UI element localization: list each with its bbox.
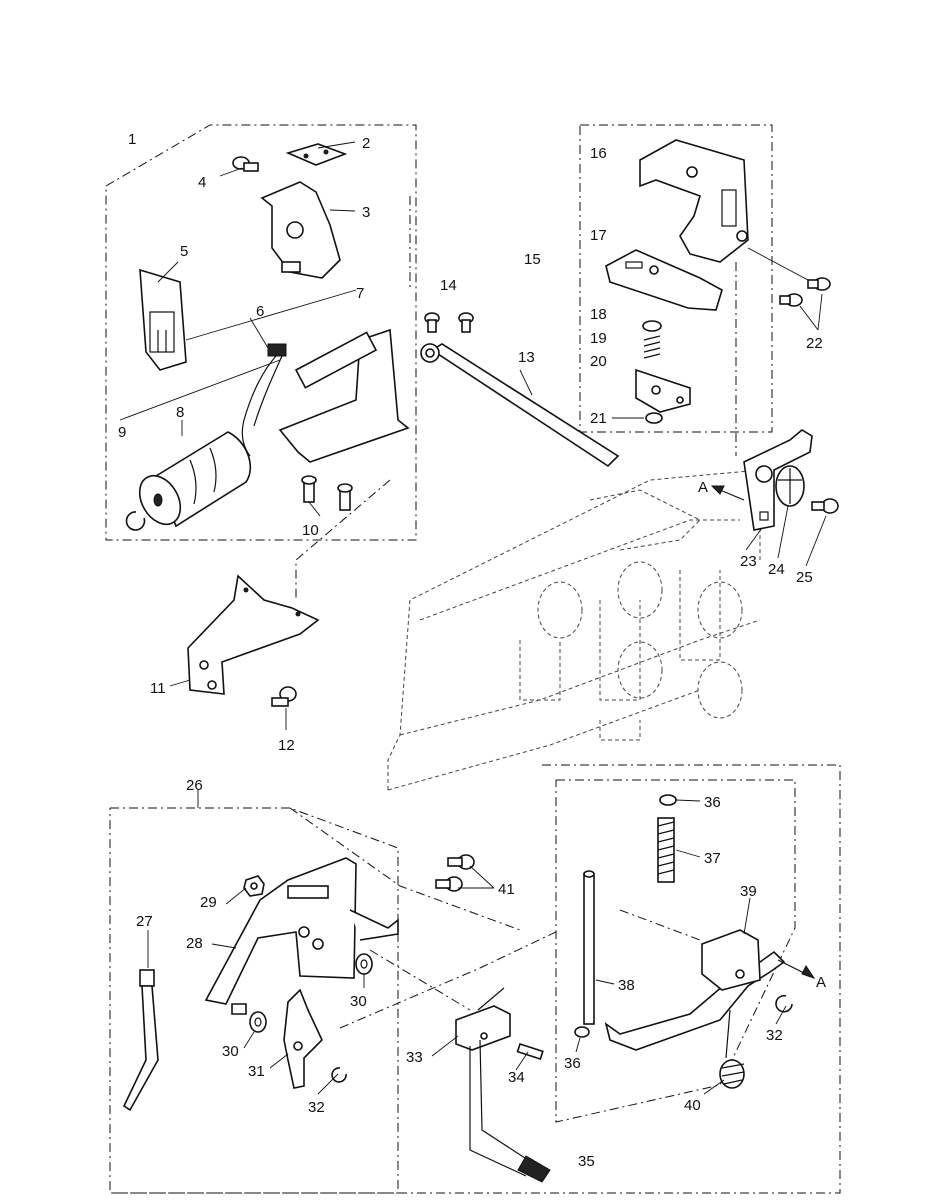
- callout-2: 2: [362, 135, 370, 152]
- view-arrow-a-left: [710, 485, 745, 501]
- screws-part-10: [301, 475, 353, 511]
- bracket-part-11: [187, 574, 320, 695]
- callout-32a: 32: [308, 1099, 325, 1116]
- callout-12: 12: [278, 737, 295, 754]
- e-ring-part-36-bottom: [574, 1026, 590, 1038]
- spring-clip-part-5: [139, 268, 187, 371]
- bracket-part-16: [639, 139, 749, 263]
- callout-labels: 1 2 3 4 5 6 7 8 9 10 11 12 13 14 15 16 1…: [118, 131, 826, 1170]
- assembly-35-outline: [555, 779, 796, 1123]
- knob-part-24: [775, 465, 805, 507]
- e-ring-part-9: [125, 511, 146, 531]
- view-marker-a-left: A: [698, 479, 708, 496]
- nut-part-29: [243, 875, 265, 897]
- assembly-1-outline: [105, 124, 417, 541]
- callout-41: 41: [498, 881, 515, 898]
- connector-part-6: [267, 343, 287, 357]
- screws-part-22: [779, 277, 831, 307]
- e-rings-part-32: [331, 1067, 347, 1083]
- assembly-15-outline: [579, 124, 773, 433]
- callout-5: 5: [180, 243, 188, 260]
- lever-part-31: [283, 988, 323, 1089]
- frame-outline: [110, 764, 841, 1194]
- screw-part-25: [811, 498, 839, 514]
- screw-part-12: [271, 686, 297, 707]
- callout-40: 40: [684, 1097, 701, 1114]
- callout-7: 7: [356, 285, 364, 302]
- callout-13: 13: [518, 349, 535, 366]
- callout-36a: 36: [704, 794, 721, 811]
- callout-23: 23: [740, 553, 757, 570]
- plate-part-2: [285, 143, 348, 166]
- spring-part-37: [657, 817, 675, 883]
- callout-30a: 30: [350, 993, 367, 1010]
- lever-part-23: [743, 429, 813, 531]
- cable-tie-part-27: [122, 969, 159, 1112]
- view-arrow-a-right: [777, 959, 816, 979]
- plunger-rod: [294, 331, 378, 389]
- callout-38: 38: [618, 977, 635, 994]
- solenoid-coil-part-8: [138, 431, 252, 528]
- micro-switch-part-33: [455, 987, 551, 1183]
- bracket-part-28: [204, 857, 357, 1005]
- callout-1: 1: [128, 131, 136, 148]
- callout-36b: 36: [564, 1055, 581, 1072]
- plate-part-17: [605, 249, 723, 311]
- callout-39: 39: [740, 883, 757, 900]
- callout-9: 9: [118, 424, 126, 441]
- leader-lines-assembly-1: [119, 141, 357, 517]
- callout-20: 20: [590, 353, 607, 370]
- callout-19: 19: [590, 330, 607, 347]
- callout-35: 35: [578, 1153, 595, 1170]
- assembly-guide-lines: [289, 196, 701, 1029]
- callout-11: 11: [150, 680, 166, 697]
- assembly-26-outline: [109, 807, 399, 1194]
- e-ring-part-21: [645, 412, 663, 424]
- callout-27: 27: [136, 913, 153, 930]
- callout-15: 15: [524, 251, 541, 268]
- view-marker-a-right: A: [816, 974, 826, 991]
- solenoid-bracket-part-7: [278, 328, 410, 463]
- callout-22: 22: [806, 335, 823, 352]
- bracket-part-20: [635, 368, 691, 413]
- screw-part-4: [232, 156, 259, 172]
- callout-29: 29: [200, 894, 217, 911]
- rod-part-13: [420, 343, 620, 468]
- machine-frame: [387, 469, 761, 791]
- callout-25: 25: [796, 569, 813, 586]
- callout-31: 31: [248, 1063, 265, 1080]
- callout-30b: 30: [222, 1043, 239, 1060]
- callout-3: 3: [362, 204, 370, 221]
- callout-6: 6: [256, 303, 264, 320]
- spring-part-40: [719, 1009, 745, 1089]
- callout-16: 16: [590, 145, 607, 162]
- callout-24: 24: [768, 561, 785, 578]
- washer-part-18: [642, 320, 662, 332]
- callout-21: 21: [590, 410, 607, 427]
- callout-28: 28: [186, 935, 203, 952]
- callout-34: 34: [508, 1069, 525, 1086]
- shaft-part-38: [583, 870, 595, 1025]
- callout-18: 18: [590, 306, 607, 323]
- callout-26: 26: [186, 777, 203, 794]
- e-ring-part-32-right: [775, 994, 793, 1013]
- e-ring-part-36-top: [659, 794, 677, 806]
- screws-part-41: [435, 854, 475, 892]
- callout-8: 8: [176, 404, 184, 421]
- callout-14: 14: [440, 277, 457, 294]
- callout-10: 10: [302, 522, 319, 539]
- callout-4: 4: [198, 174, 206, 191]
- screw-part-34: [516, 1042, 544, 1061]
- callout-37: 37: [704, 850, 721, 867]
- callout-17: 17: [590, 227, 607, 244]
- spring-part-19: [643, 335, 661, 359]
- screws-part-14: [424, 312, 474, 333]
- callout-32b: 32: [766, 1027, 783, 1044]
- callout-33: 33: [406, 1049, 423, 1066]
